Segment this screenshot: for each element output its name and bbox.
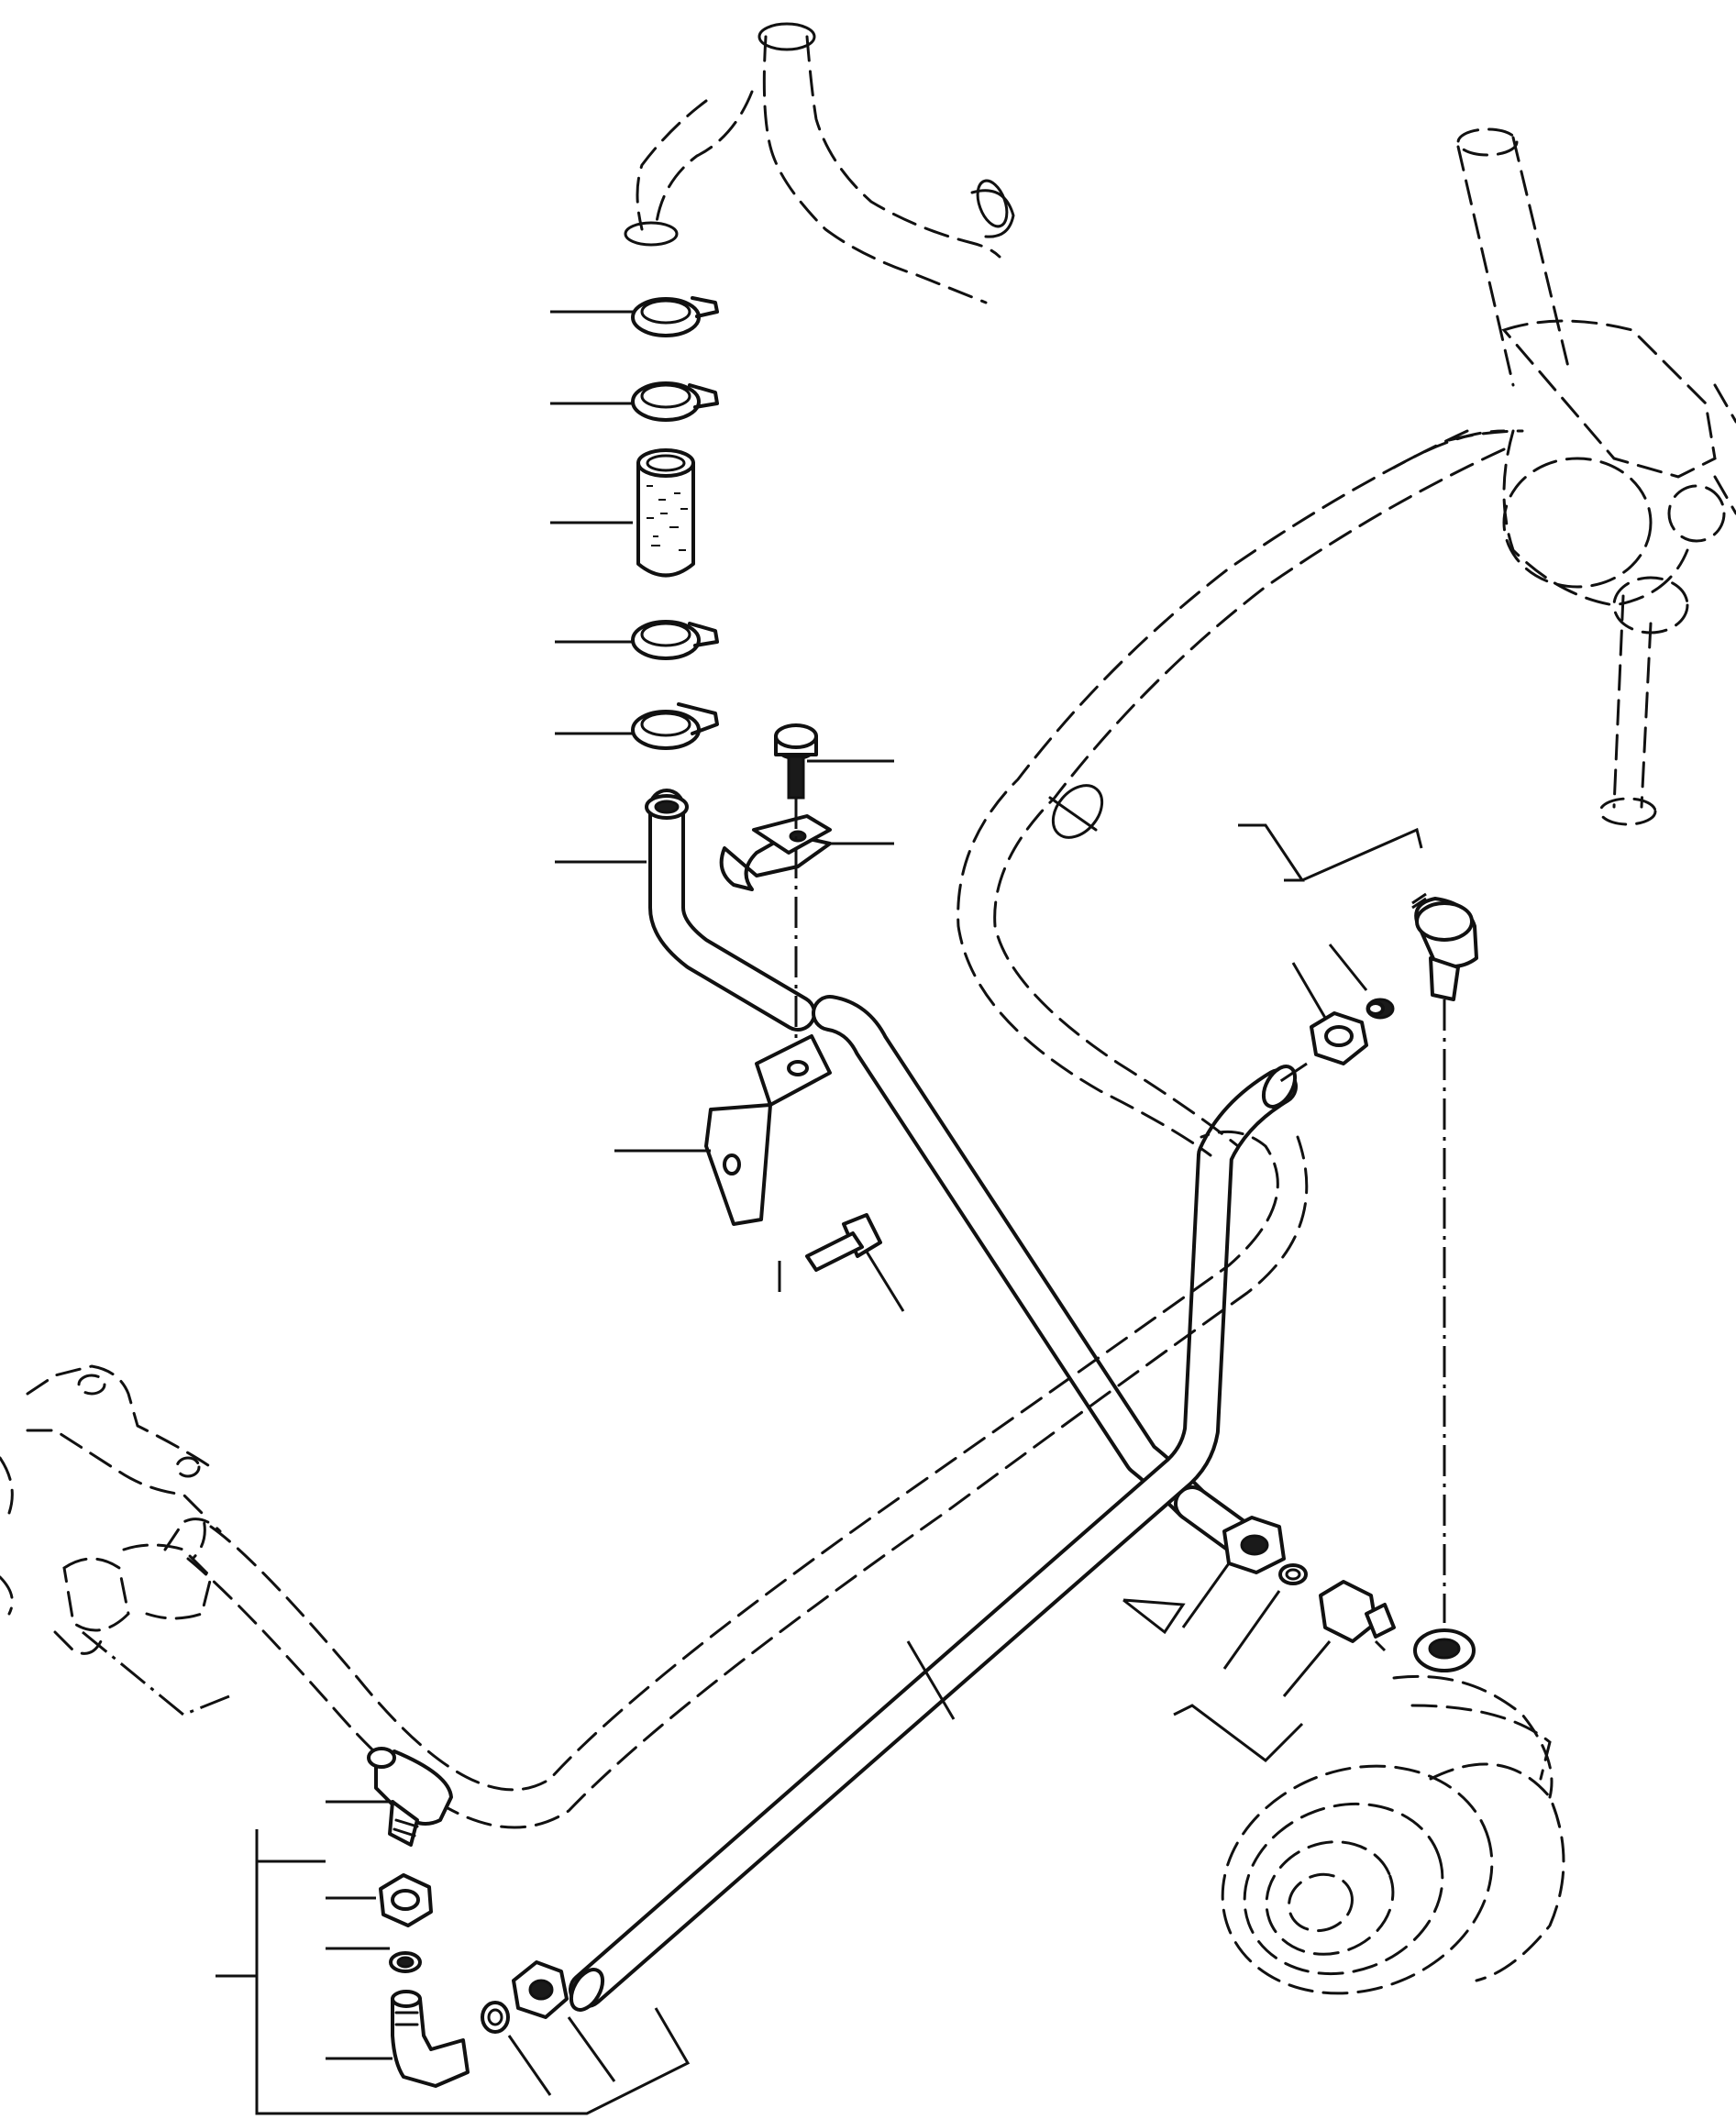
- upper-hose-clamp-1: [631, 296, 719, 337]
- bracket-bolt: [778, 1213, 882, 1293]
- tube-clip: [719, 798, 832, 1064]
- lower-left-o-ring: [389, 1951, 422, 1973]
- upper-right-elbow: [1414, 897, 1478, 1623]
- compressor: [1221, 1628, 1565, 1995]
- pump-housing: [0, 1364, 230, 1716]
- discharge-tube: [569, 1065, 1298, 2012]
- upper-pipe-phantom: [624, 22, 1015, 304]
- tube-nut: [512, 1960, 569, 2019]
- mounting-bracket: [704, 1034, 832, 1226]
- clip-bolt: [774, 723, 818, 800]
- lower-right-fitting: [1319, 1580, 1396, 1652]
- suction-hose-phantom: [956, 429, 1506, 1157]
- lower-right-nut: [1222, 1516, 1286, 1574]
- lower-left-elbow: [367, 1747, 453, 1847]
- lower-phantom-line: [186, 1130, 1309, 1829]
- upper-right-nut: [1278, 1011, 1368, 1084]
- lower-left-fitting: [391, 1990, 470, 2088]
- upper-right-o-ring: [1366, 998, 1395, 1020]
- tube-o-ring: [481, 2001, 510, 2034]
- lower-right-o-ring: [1278, 1563, 1308, 1585]
- upper-hose-clamp-3: [631, 620, 719, 660]
- upper-hose-clamp-4: [631, 702, 719, 750]
- receiver-drier: [1392, 127, 1736, 826]
- leader-lines: [216, 310, 1427, 2115]
- rubber-hose: [636, 448, 695, 578]
- upper-hose-clamp-2: [631, 381, 719, 422]
- lower-left-nut: [379, 1873, 433, 1927]
- upper-steel-tube: [645, 789, 816, 1032]
